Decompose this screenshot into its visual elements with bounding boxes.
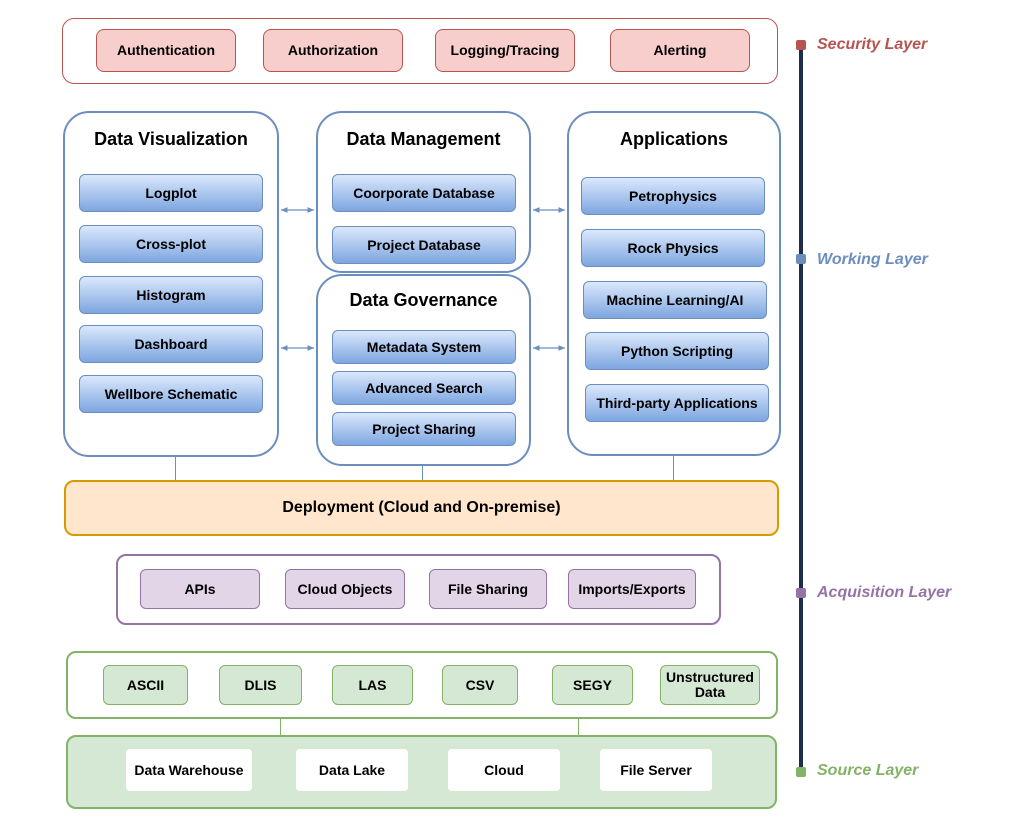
apis-box: APIs bbox=[140, 569, 260, 609]
logplot-box: Logplot bbox=[79, 174, 263, 212]
alerting-box: Alerting bbox=[610, 29, 750, 72]
dashboard-box: Dashboard bbox=[79, 325, 263, 363]
formats-connector-left bbox=[280, 719, 281, 735]
security-layer-label: Security Layer bbox=[817, 36, 928, 53]
authorization-box: Authorization bbox=[263, 29, 403, 72]
advanced-search-box: Advanced Search bbox=[332, 371, 516, 405]
deployment-bar: Deployment (Cloud and On-premise) bbox=[64, 480, 779, 536]
las-box: LAS bbox=[332, 665, 413, 705]
machine-learning-box: Machine Learning/AI bbox=[583, 281, 767, 319]
acquisition-layer-label: Acquisition Layer bbox=[817, 584, 952, 601]
metadata-system-box: Metadata System bbox=[332, 330, 516, 364]
cloud-box: Cloud bbox=[448, 749, 560, 791]
data-governance-title: Data Governance bbox=[349, 289, 498, 310]
petrophysics-box: Petrophysics bbox=[581, 177, 765, 215]
ascii-box: ASCII bbox=[103, 665, 188, 705]
source-layer-marker bbox=[796, 767, 806, 777]
acquisition-layer-marker bbox=[796, 588, 806, 598]
security-layer-marker bbox=[796, 40, 806, 50]
imports-exports-box: Imports/Exports bbox=[568, 569, 696, 609]
visualization-connector bbox=[175, 456, 176, 480]
cross-plot-box: Cross-plot bbox=[79, 225, 263, 263]
wellbore-schematic-box: Wellbore Schematic bbox=[79, 375, 263, 413]
source-layer-label: Source Layer bbox=[817, 762, 919, 779]
cloud-objects-box: Cloud Objects bbox=[285, 569, 405, 609]
segy-box: SEGY bbox=[552, 665, 633, 705]
applications-title: Applications bbox=[619, 128, 728, 149]
working-layer-label: Working Layer bbox=[817, 251, 928, 268]
corporate-database-box: Coorporate Database bbox=[332, 174, 516, 212]
applications-connector bbox=[673, 455, 674, 480]
project-sharing-box: Project Sharing bbox=[332, 412, 516, 446]
formats-connector-right bbox=[578, 719, 579, 735]
csv-box: CSV bbox=[442, 665, 518, 705]
dlis-box: DLIS bbox=[219, 665, 302, 705]
rock-physics-box: Rock Physics bbox=[581, 229, 765, 267]
file-sharing-box: File Sharing bbox=[429, 569, 547, 609]
working-layer-marker bbox=[796, 254, 806, 264]
histogram-box: Histogram bbox=[79, 276, 263, 314]
data-visualization-title: Data Visualization bbox=[94, 128, 248, 149]
python-scripting-box: Python Scripting bbox=[585, 332, 769, 370]
project-database-box: Project Database bbox=[332, 226, 516, 264]
unstructured-data-box: Unstructured Data bbox=[660, 665, 760, 705]
governance-connector bbox=[422, 465, 423, 480]
data-warehouse-box: Data Warehouse bbox=[126, 749, 252, 791]
layer-timeline bbox=[799, 44, 803, 774]
third-party-applications-box: Third-party Applications bbox=[585, 384, 769, 422]
logging-tracing-box: Logging/Tracing bbox=[435, 29, 575, 72]
data-lake-box: Data Lake bbox=[296, 749, 408, 791]
authentication-box: Authentication bbox=[96, 29, 236, 72]
data-management-title: Data Management bbox=[346, 128, 501, 149]
file-server-box: File Server bbox=[600, 749, 712, 791]
